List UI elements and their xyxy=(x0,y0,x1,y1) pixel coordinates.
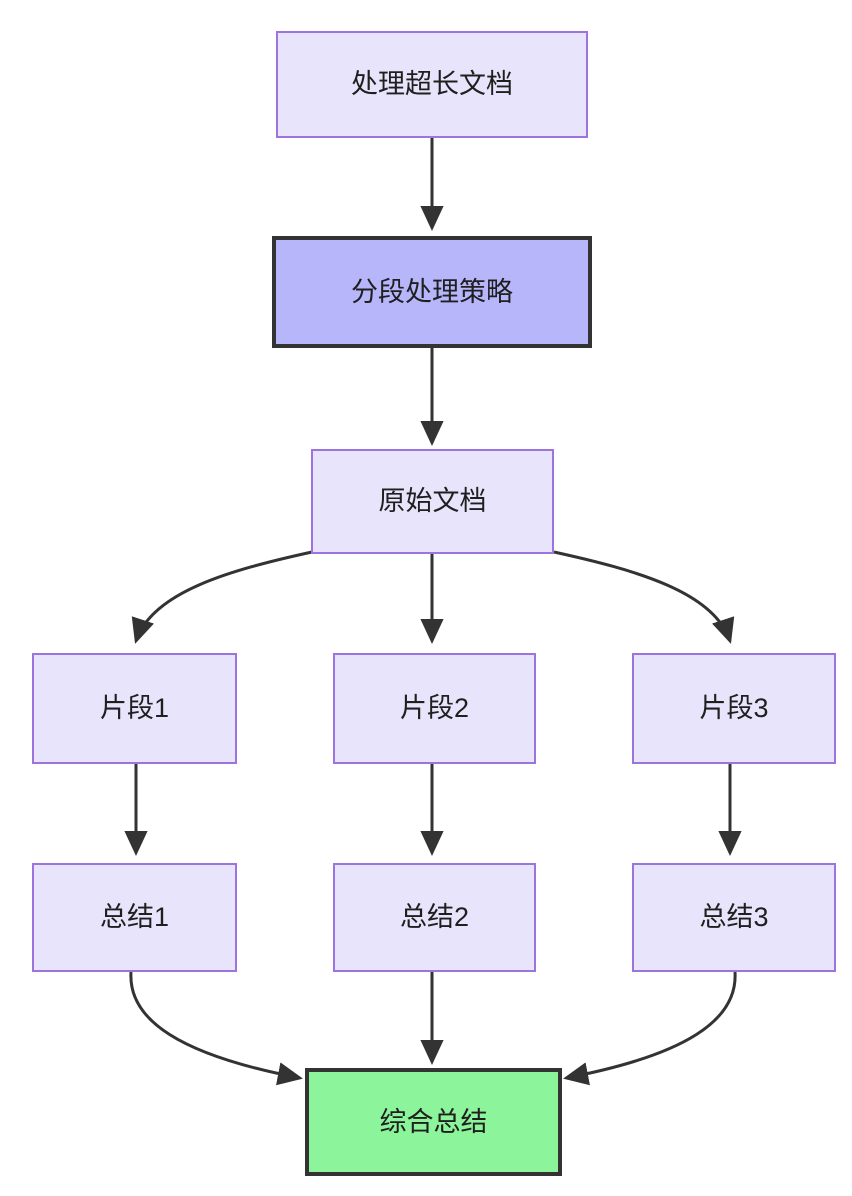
node-source[interactable]: 原始文档 xyxy=(311,449,554,554)
edge-summary1-to-final xyxy=(129,971,303,1086)
node-summary2-label: 总结2 xyxy=(399,902,470,933)
node-summary3[interactable]: 总结3 xyxy=(632,863,836,972)
node-source-label: 原始文档 xyxy=(378,486,487,517)
node-chunk1[interactable]: 片段1 xyxy=(32,653,237,764)
node-chunk3[interactable]: 片段3 xyxy=(632,653,836,764)
node-strategy-label: 分段处理策略 xyxy=(351,276,513,307)
node-chunk2-label: 片段2 xyxy=(399,693,470,724)
edge-summary3-to-final xyxy=(563,971,737,1086)
node-doc-label: 处理超长文档 xyxy=(351,69,513,100)
node-summary1[interactable]: 总结1 xyxy=(32,863,237,972)
node-final[interactable]: 综合总结 xyxy=(305,1068,562,1176)
node-summary1-label: 总结1 xyxy=(99,902,170,933)
node-chunk1-label: 片段1 xyxy=(99,693,170,724)
node-chunk2[interactable]: 片段2 xyxy=(333,653,536,764)
node-summary3-label: 总结3 xyxy=(699,902,769,933)
edge-source-to-chunk3 xyxy=(553,550,735,644)
node-strategy[interactable]: 分段处理策略 xyxy=(272,236,592,348)
node-chunk3-label: 片段3 xyxy=(699,693,769,724)
node-summary2[interactable]: 总结2 xyxy=(333,863,536,972)
edge-source-to-chunk1 xyxy=(131,550,313,644)
node-final-label: 综合总结 xyxy=(379,1106,488,1137)
node-doc[interactable]: 处理超长文档 xyxy=(276,31,588,138)
